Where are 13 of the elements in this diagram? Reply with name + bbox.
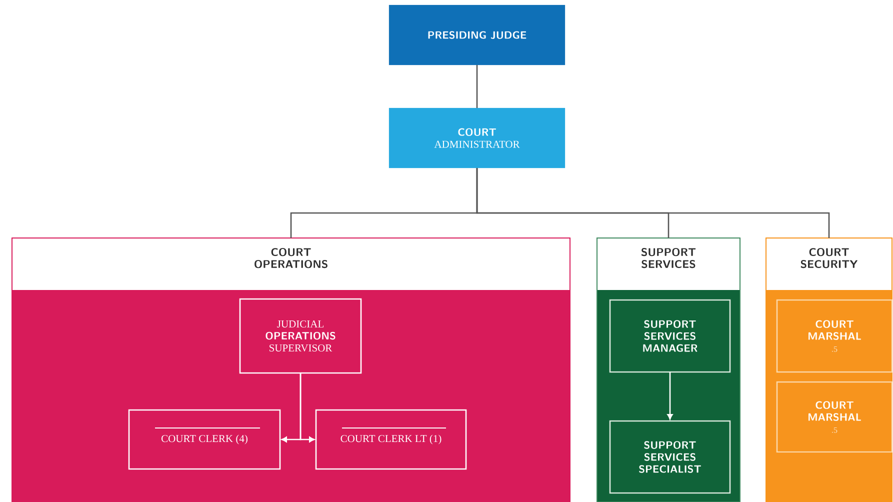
- role-box: SUPPORT SERVICES MANAGER: [609, 299, 731, 373]
- connector: [476, 65, 478, 108]
- role-box: COURT MARSHAL .5: [776, 299, 893, 373]
- role-box: SUPPORT SERVICES SPECIALIST: [609, 420, 731, 494]
- connector: [476, 168, 830, 238]
- role-box: COURT CLERK (4): [128, 409, 281, 470]
- role-box: COURT MARSHAL .5: [776, 381, 893, 453]
- role-box: PRESIDING JUDGE: [388, 4, 566, 66]
- role-box: COURT CLERK LT (1): [315, 409, 467, 470]
- connector: [300, 373, 315, 442]
- role-box: COURT ADMINISTRATOR: [388, 108, 566, 168]
- role-box: JUDICIAL OPERATIONS SUPERVISOR: [239, 298, 362, 374]
- connector: [667, 372, 673, 420]
